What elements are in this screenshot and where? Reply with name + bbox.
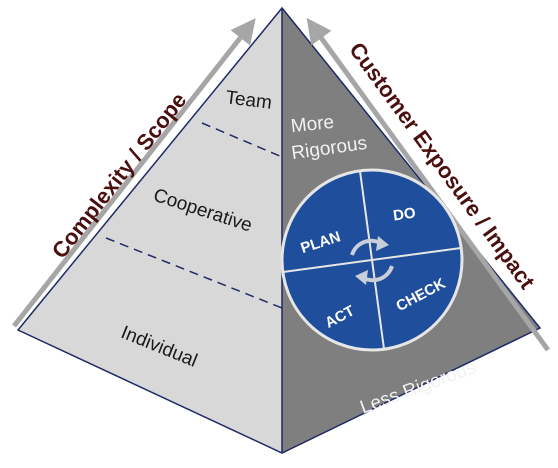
pdca-divider-vertical <box>359 170 385 350</box>
left-face <box>18 8 282 453</box>
left-arrow <box>12 18 256 328</box>
cycle-arrows-icon <box>350 236 394 285</box>
right-arrow <box>306 17 551 352</box>
pdca-do-label: DO <box>392 205 417 225</box>
more-rigorous-line1: More <box>290 112 335 137</box>
pdca-circle: PLAN DO ACT CHECK <box>280 168 464 352</box>
tier-divider-lower <box>105 237 283 309</box>
